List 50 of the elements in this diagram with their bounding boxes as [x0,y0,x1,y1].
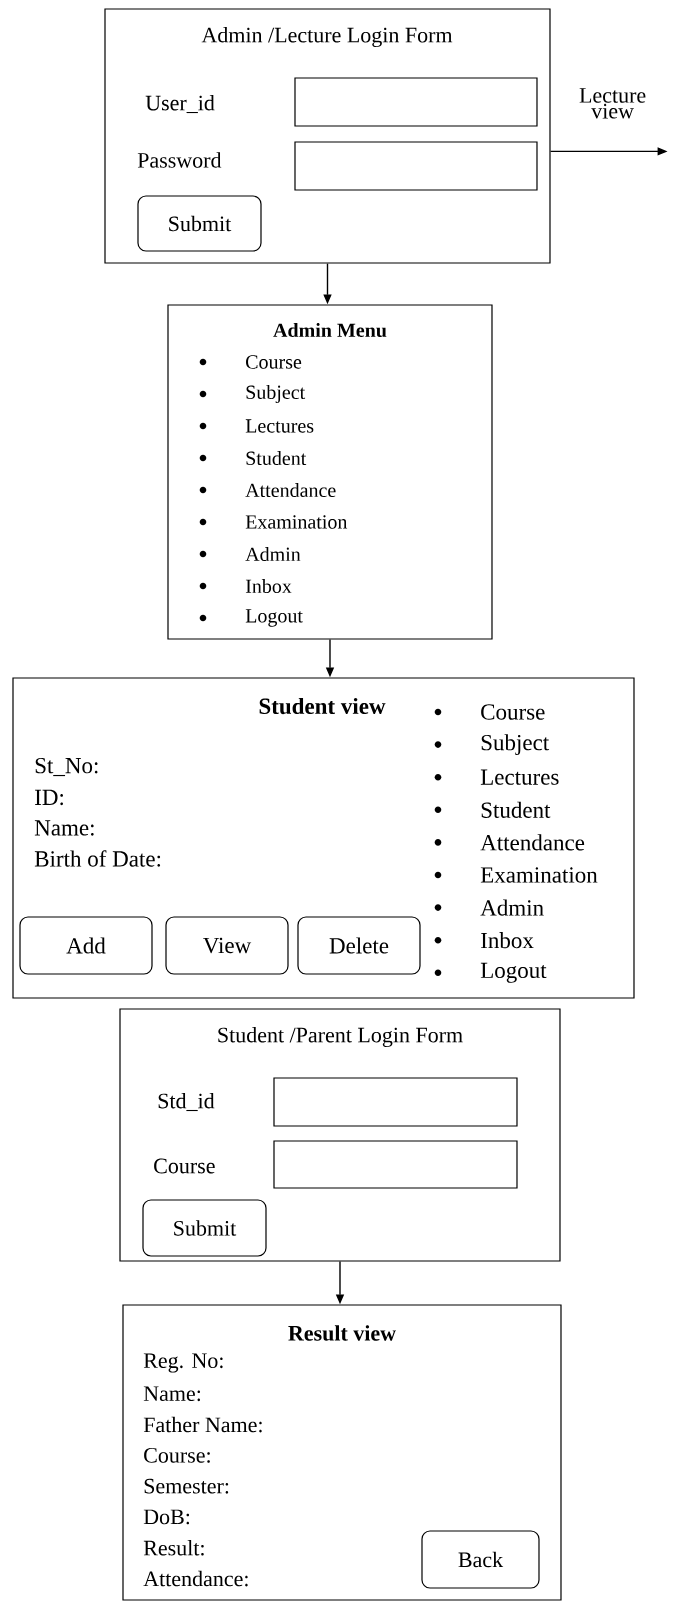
field-label: User_id [145,94,215,114]
menu-item: Logout [434,962,547,983]
menu-item: Lectures [434,769,559,785]
menu-item: Logout [199,609,303,627]
menu-item: Subject [199,384,306,404]
field-label: DoB: [143,1509,190,1525]
add-button: Add [19,916,153,975]
view-button: View [165,916,289,975]
menu-item: Attendance [434,834,585,851]
menu-item: Admin [199,546,301,562]
field-label: Semester: [144,1478,229,1494]
input-field [294,141,538,191]
field-label: Course [154,1158,215,1174]
menu-title: Admin Menu [273,322,387,338]
field-label: Course: [144,1447,210,1463]
field-label: Reg. No: [143,1353,223,1373]
input-field [294,77,538,127]
edge-label: Lecture view [579,88,646,119]
form-title: Admin /Lecture Login Form [201,27,453,48]
menu-item: Admin [434,899,544,916]
delete-button: Delete [297,916,421,975]
menu-item: Lectures [199,419,314,433]
field-label: Attendance: [143,1570,248,1587]
menu-item: Course [434,704,545,720]
field-label: St_No: [35,757,98,777]
menu-item: Course [199,355,302,369]
back-button: Back [421,1530,540,1589]
field-label: Father Name: [143,1416,262,1433]
view-title: Result view [288,1325,396,1341]
view-title: Student view [259,697,386,715]
submit-button: Submit [142,1199,267,1257]
field-label: Name: [34,820,94,836]
menu-item: Student [434,801,551,818]
menu-item: Attendance [199,483,336,498]
menu-item: Examination [199,515,348,529]
form-title: Student /Parent Login Form [218,1027,463,1047]
menu-item: Inbox [434,932,534,949]
input-field [273,1140,518,1189]
menu-item: Student [199,451,307,466]
menu-item: Inbox [199,578,292,594]
input-field [273,1077,518,1127]
field-label: Name: [143,1386,201,1402]
field-label: ID: [35,789,63,806]
field-label: Birth of Date: [34,850,161,867]
field-label: Result: [143,1540,204,1556]
field-label: Password [137,152,222,168]
submit-button: Submit [137,195,262,252]
field-label: Std_id [158,1092,215,1112]
menu-item: Examination [434,867,598,883]
menu-item: Subject [434,734,550,756]
